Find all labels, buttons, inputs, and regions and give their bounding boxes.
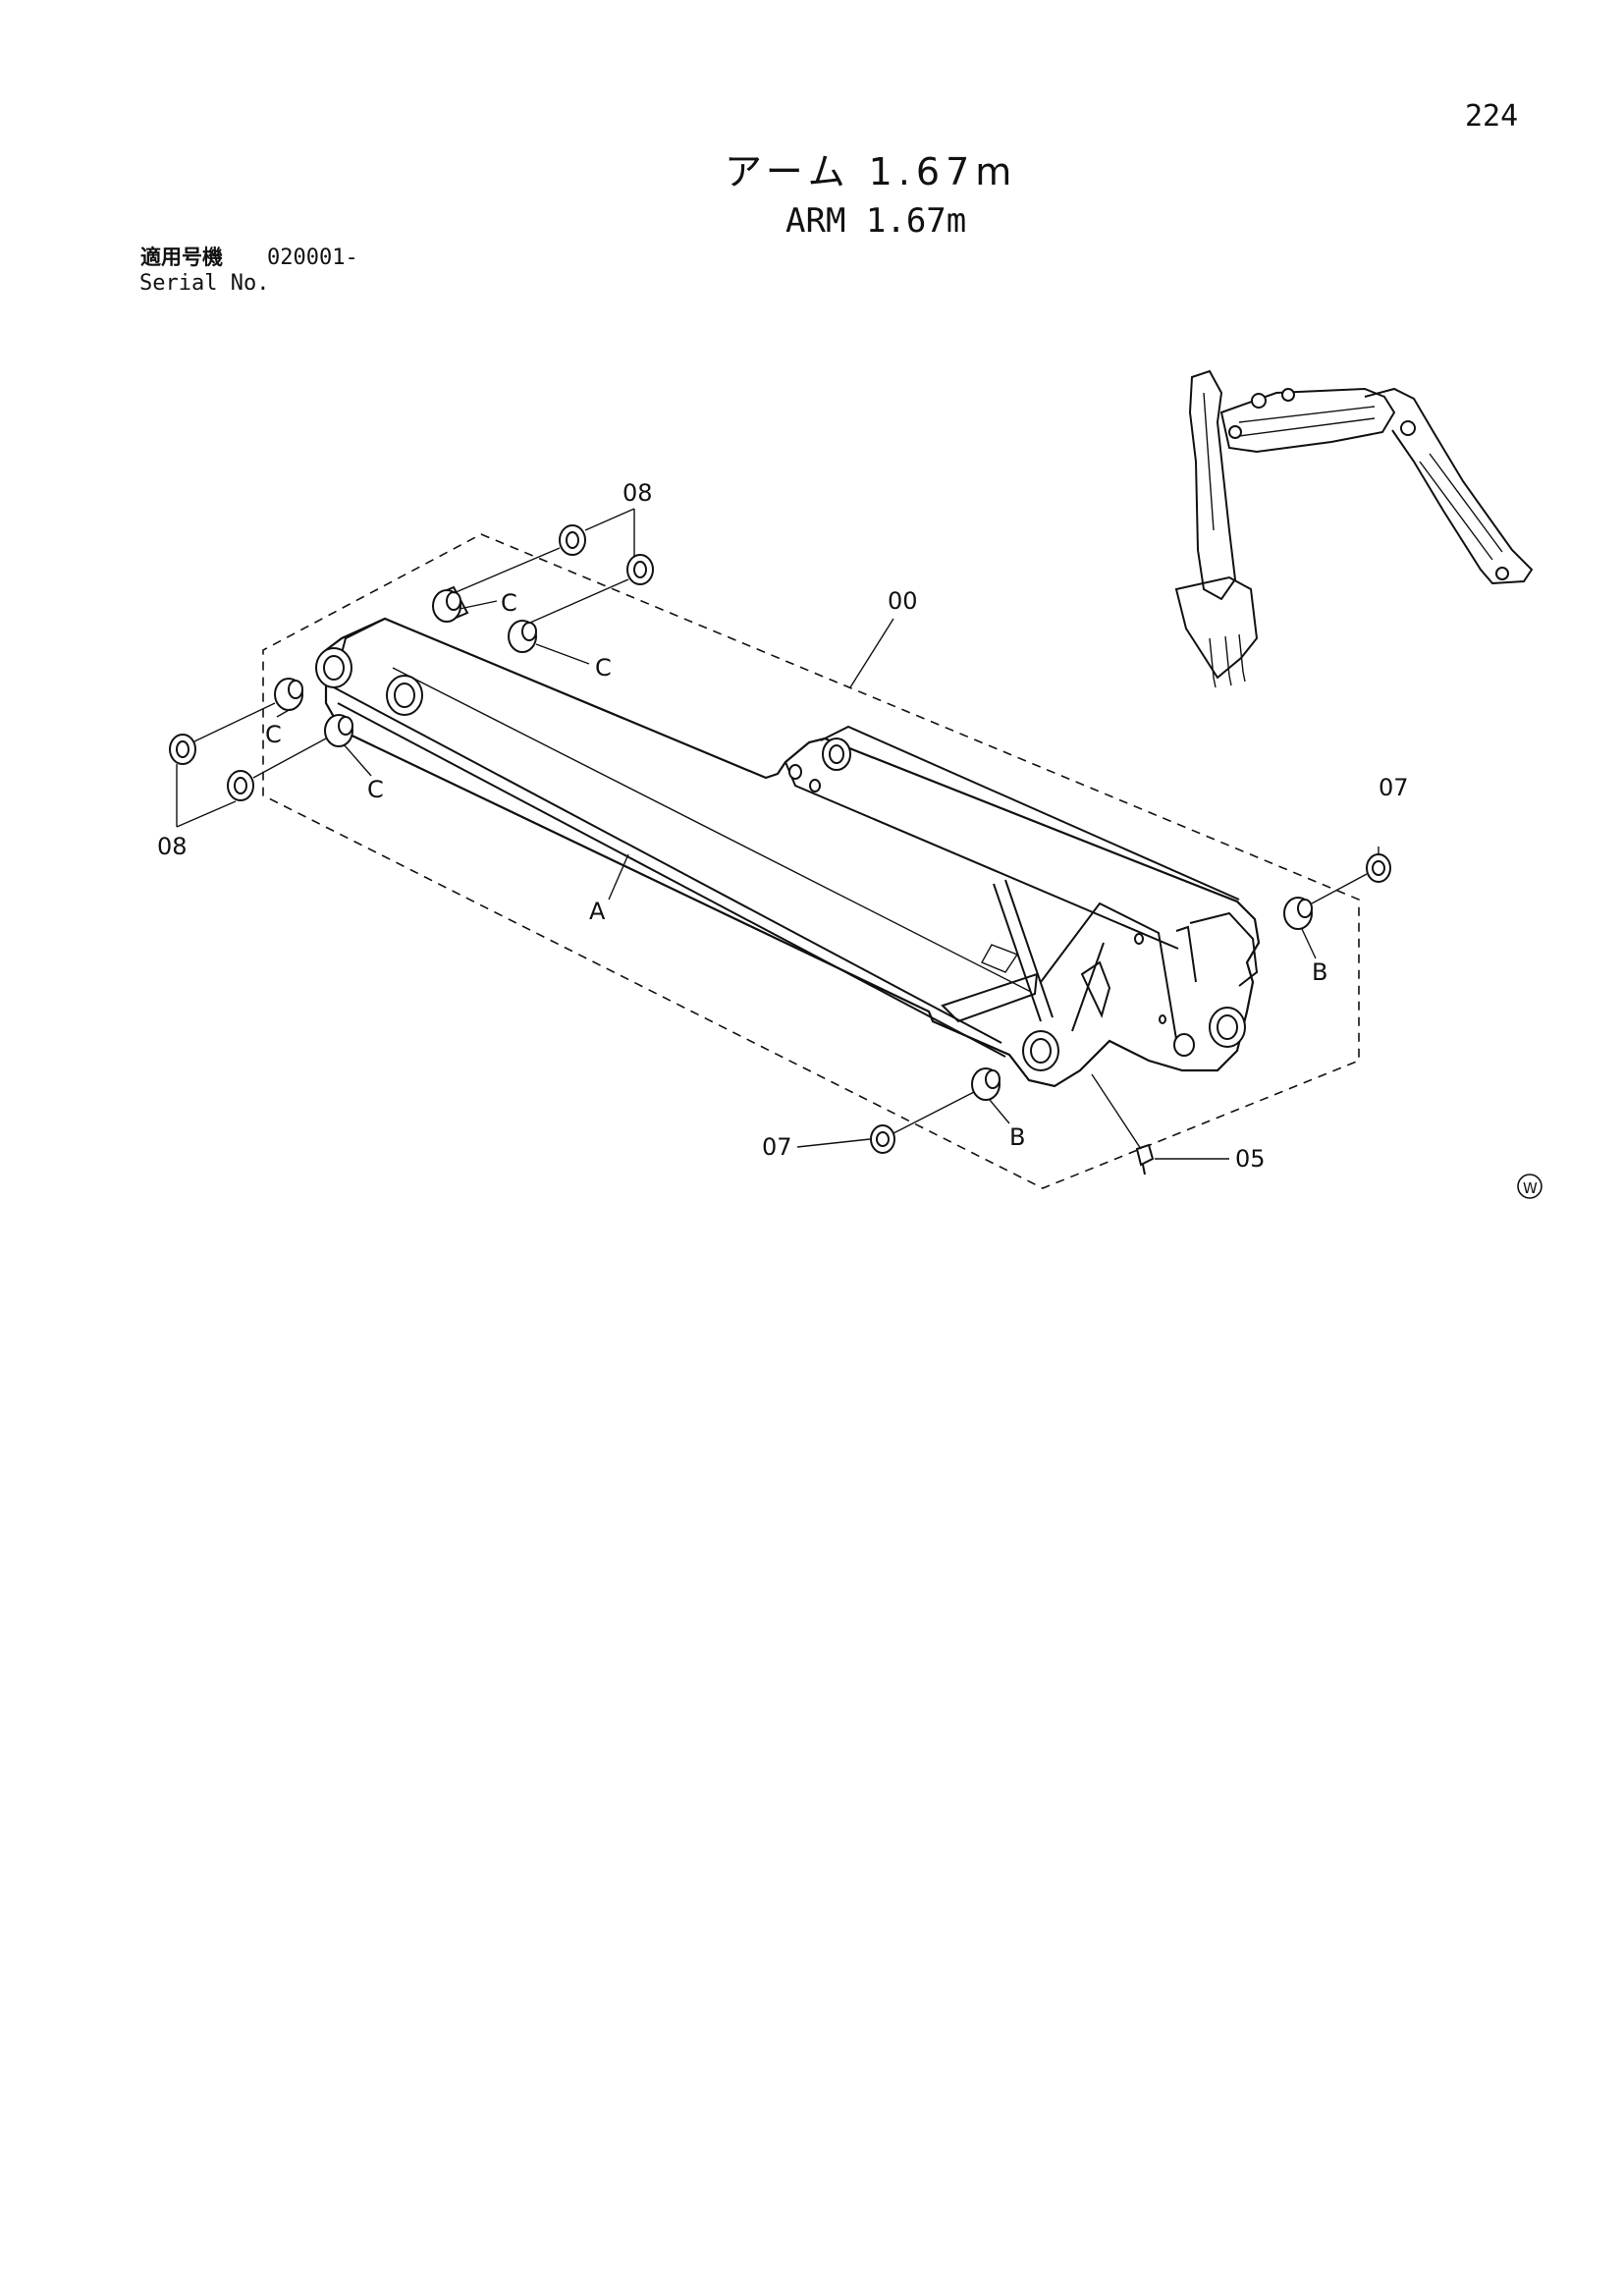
arm-body bbox=[315, 617, 1261, 1088]
callout-07-right: 07 bbox=[1379, 774, 1409, 801]
serial-number-value: 020001- bbox=[267, 246, 358, 270]
mark-letter: W bbox=[1523, 1179, 1538, 1197]
callout-c-top-1: C bbox=[501, 589, 517, 617]
serial-label-english: Serial No. bbox=[139, 271, 270, 296]
callout-c-left-2: C bbox=[367, 776, 384, 803]
callout-00: 00 bbox=[888, 587, 918, 615]
leader-lines bbox=[176, 508, 1380, 1160]
callout-05: 05 bbox=[1235, 1145, 1266, 1173]
callout-a: A bbox=[589, 898, 606, 925]
callout-08-top: 08 bbox=[622, 479, 653, 507]
arm-exploded-diagram: 08 C C C C 08 00 A 07 B 07 B 05 W bbox=[157, 369, 1542, 1199]
callout-08-left: 08 bbox=[157, 833, 188, 860]
callout-b-right: B bbox=[1312, 958, 1327, 986]
circled-w-mark: W bbox=[1517, 1174, 1542, 1199]
page-number: 224 bbox=[1465, 99, 1519, 134]
parts bbox=[169, 524, 1391, 1175]
callout-c-top-2: C bbox=[595, 654, 612, 682]
page-title-japanese: アーム 1.67m bbox=[725, 150, 1018, 193]
assembly-boundary bbox=[262, 533, 1360, 1189]
callout-b-lower: B bbox=[1009, 1123, 1025, 1151]
excavator-thumbnail bbox=[1174, 369, 1534, 688]
page-title-english: ARM 1.67m bbox=[785, 201, 967, 241]
serial-label-japanese: 適用号機 bbox=[140, 246, 223, 269]
callout-c-left-1: C bbox=[265, 721, 282, 748]
callout-07-lower: 07 bbox=[762, 1133, 792, 1161]
